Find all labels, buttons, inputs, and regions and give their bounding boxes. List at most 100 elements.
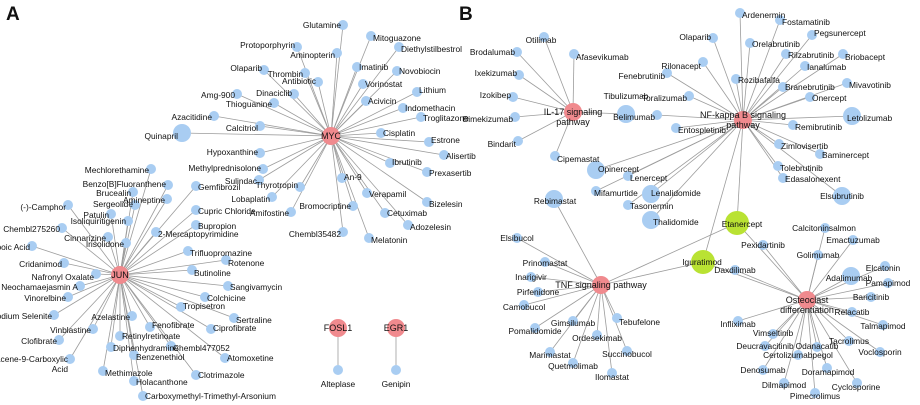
node-lipoic-acid: [27, 241, 37, 251]
panel-letter-b: B: [459, 4, 473, 25]
node-pirfenidone: [533, 287, 543, 297]
edge: [806, 299, 828, 369]
node-label: Benzo[B]Fluoranthene: [83, 179, 167, 189]
node-label: Elcatonin: [866, 263, 901, 273]
edge: [181, 132, 332, 137]
edge: [737, 299, 808, 322]
node-doramapimod: [822, 363, 832, 373]
node-cyclosporine: [852, 378, 862, 388]
node-troglitazone: [416, 112, 426, 122]
edge: [600, 284, 613, 374]
edge: [330, 66, 358, 137]
node-label: Lenalidomide: [651, 188, 701, 198]
node-baminercept: [815, 149, 825, 159]
node-glutamine: [338, 20, 348, 30]
panel-letter-a: A: [6, 4, 20, 25]
node-label: Pirfenidone: [517, 287, 560, 297]
node-verapamil: [362, 188, 372, 198]
node-ibrutinib: [385, 158, 395, 168]
node-label: Methimazole: [105, 368, 153, 378]
node-irisolidone: [121, 238, 131, 248]
node-certolizumabpegol: [793, 350, 803, 360]
edge: [330, 52, 338, 137]
node-label: Mivavotinib: [849, 80, 891, 90]
node-label: Izokibep: [480, 90, 512, 100]
edge: [742, 115, 853, 121]
node-pimecrolimus: [810, 388, 820, 398]
edge: [518, 74, 574, 113]
node-label: Belimumab: [613, 112, 655, 122]
node-label: Doramapimod: [802, 367, 855, 377]
hub-osteoclast-differentiation: [798, 291, 816, 309]
node-label: Troglitazone: [423, 113, 469, 123]
edge: [119, 274, 226, 359]
node-label: Lobaplatin: [231, 194, 270, 204]
edge: [92, 274, 121, 330]
node-label: Baricitinib: [853, 292, 890, 302]
edge: [537, 284, 602, 293]
edge: [806, 296, 872, 301]
edge: [783, 299, 808, 384]
node-aminopterin: [332, 48, 342, 58]
node-label: Cupric Chloride: [198, 206, 256, 216]
edge: [119, 231, 157, 276]
node-pamapimod: [883, 278, 893, 288]
edge: [330, 46, 400, 137]
node-mivavotinib: [842, 78, 852, 88]
node-vorinostat: [358, 79, 368, 89]
node-diphenhydramine: [106, 342, 116, 352]
node-thioguanine: [269, 98, 279, 108]
edge: [514, 111, 574, 118]
node-label: Sulindac: [225, 176, 257, 186]
node-imatinib: [352, 62, 362, 72]
node-label: Adalimumab: [826, 273, 873, 283]
node-label: Protoporphyrin: [240, 40, 295, 50]
node-remibrutinib: [788, 120, 798, 130]
node-brucealin: [128, 187, 138, 197]
node-elsubrutinib: [833, 187, 851, 205]
node-label: Amineptine: [123, 195, 165, 205]
node-label: Imatinib: [359, 62, 389, 72]
edge: [595, 119, 744, 192]
node-label: Bizelesin: [429, 199, 463, 209]
node-label: Orelabrutinib: [752, 39, 800, 49]
node-label: Pomalidomide: [508, 326, 561, 336]
node-label: Lenercept: [630, 173, 668, 183]
node-label: Remibrutinib: [795, 122, 842, 132]
edge: [742, 119, 843, 197]
edge: [271, 135, 332, 198]
node-etanercept: [725, 211, 749, 235]
edge: [330, 135, 428, 203]
node-izokibep: [508, 92, 518, 102]
node-label: Thyrotropin: [256, 180, 299, 190]
edge: [806, 299, 884, 326]
node-label: Quetmolimab: [548, 361, 598, 371]
node-pexidartinib: [758, 240, 768, 250]
node-cipemastat: [550, 151, 560, 161]
node-label: Patulin: [83, 210, 109, 220]
node-lenalidomide: [642, 185, 660, 203]
node-label: Talmapimod: [860, 321, 905, 331]
node-label: Lithium: [419, 85, 446, 95]
node-label: Novobiocin: [399, 66, 441, 76]
edge: [544, 261, 602, 286]
edge: [61, 227, 121, 276]
edge: [67, 274, 121, 298]
node-genipin: [391, 365, 401, 375]
node-cridanimod: [59, 258, 69, 268]
node-label: Clofibrate: [21, 336, 57, 346]
node-label: Ilomastat: [595, 372, 630, 382]
node-label: Alisertib: [446, 151, 476, 161]
node-label: Sergeolide: [93, 199, 133, 209]
node-label: Amifostine: [250, 208, 289, 218]
node-estrone: [424, 137, 434, 147]
edge: [742, 53, 844, 121]
edge: [806, 299, 850, 342]
node-label: Prexasertib: [429, 168, 472, 178]
edge: [742, 19, 781, 121]
edge: [595, 119, 744, 171]
hub-egr1: [387, 319, 405, 337]
node-label: Deucravacitinib: [736, 341, 794, 351]
node-fenebrutinib: [662, 68, 672, 78]
